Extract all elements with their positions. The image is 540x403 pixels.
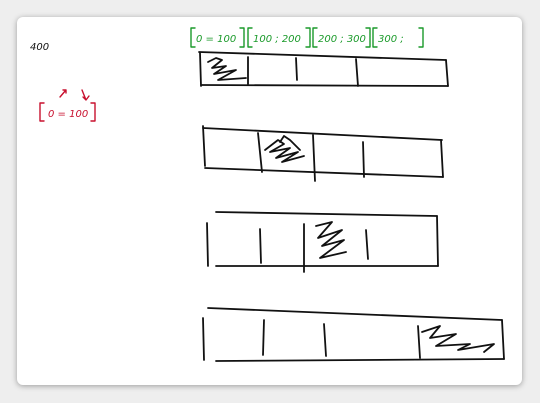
range-label-4: 300 ; — [378, 34, 404, 45]
scribble-marker-3 — [315, 221, 347, 259]
note-400: 400 — [30, 42, 49, 53]
range-label-2: 100 ; 200 — [253, 34, 301, 45]
red-legend: 0 = 100 — [39, 89, 96, 122]
range-label-1: 0 = 100 — [196, 34, 236, 45]
scribble-marker-2 — [264, 139, 305, 163]
bar-3 — [206, 211, 439, 273]
scribble-marker-4 — [421, 325, 495, 353]
bar-1 — [198, 51, 449, 87]
whiteboard-canvas[interactable]: 400 0 = 100 0 = 100 100 ; 200 200 ; 300 … — [17, 17, 522, 385]
legend-text: 0 = 100 — [48, 109, 88, 120]
range-label-3: 200 ; 300 — [318, 34, 366, 45]
bar-2 — [202, 125, 444, 182]
scribble-marker-1 — [207, 57, 247, 81]
range-labels: 0 = 100 100 ; 200 200 ; 300 300 ; — [190, 27, 424, 48]
bar-4 — [202, 307, 505, 362]
